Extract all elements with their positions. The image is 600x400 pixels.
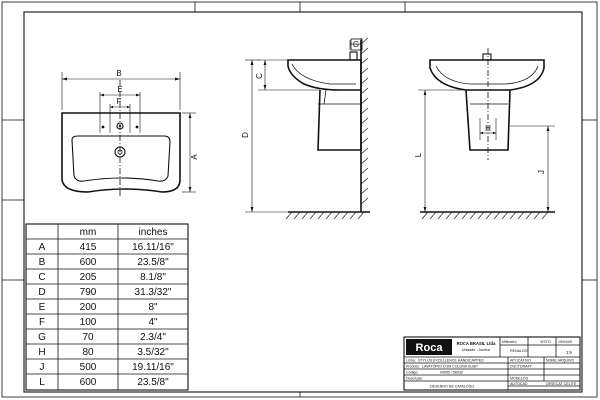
product-value: LAVATÓRIO COM COLUNA SUSP. [422, 364, 478, 369]
side-view-basin [285, 37, 370, 220]
table-cell-mm: 80 [82, 347, 94, 358]
top-view-basin [61, 80, 181, 198]
dim-label-j: J [537, 170, 546, 174]
dim-label-l: L [414, 152, 423, 157]
table-header-mm: mm [80, 227, 97, 238]
table-cell-letter: F [39, 317, 45, 328]
code-value: 94055 / 56032 [440, 371, 463, 375]
table-header-inches: inches [139, 227, 168, 238]
date-value: 15/04/05 [558, 340, 572, 344]
table-cell-letter: C [38, 272, 45, 283]
table-cell-letter: J [40, 362, 45, 373]
table-cell-letter: G [38, 332, 46, 343]
title-block: Roca ROCA BRASIL Ltda Unidade - Jundiaí … [403, 336, 581, 391]
table-cell-inches: 23.5/8" [137, 257, 169, 268]
line-label: Linha: [406, 359, 416, 363]
dimension-l: L [414, 89, 466, 212]
file-name-label: NOME ARQUIVO [546, 359, 574, 363]
dimension-h: H [479, 118, 497, 140]
table-cell-mm: 200 [80, 302, 97, 313]
unit-label: Milimetro [502, 340, 517, 344]
table-cell-inches: 23.5/8" [137, 377, 169, 388]
dim-label-a: A [190, 154, 199, 160]
dim-label-g: G [353, 40, 359, 49]
file-value: DESECAT CELITE [546, 382, 577, 386]
table-cell-letter: L [39, 377, 45, 388]
application-label: APLICATIVO [510, 359, 531, 363]
software-value: DUCTDRAFT [510, 365, 533, 369]
dimension-a: A [182, 112, 199, 193]
scale-value: 1:5 [566, 350, 572, 355]
dimension-j: J [510, 125, 555, 212]
dim-label-e: E [117, 85, 122, 94]
table-cell-inches: 8.1/8" [140, 272, 166, 283]
table-cell-letter: B [39, 257, 46, 268]
line-value: STYLUS EXCELLENCE HANDICAPPED [418, 359, 484, 363]
dim-label-d: D [241, 132, 250, 138]
view-label: VISTO [540, 340, 551, 344]
front-view-basin [420, 48, 555, 220]
product-label: Produto: [406, 365, 420, 369]
dimension-e: E [100, 85, 140, 97]
models-label: MODELOS [510, 377, 529, 381]
table-cell-inches: 16.11/16" [132, 242, 174, 253]
description-value: DESENHO DE CATALOGO [430, 385, 474, 389]
dim-label-b: B [116, 69, 121, 78]
table-cell-letter: E [39, 302, 46, 313]
dim-label-f: F [117, 97, 122, 106]
dimension-table: mm inches A 415 16.11/16" B 600 23.5/8" … [25, 223, 189, 391]
table-cell-inches: 2.3/4" [140, 332, 166, 343]
dimension-b: B [61, 69, 181, 110]
table-cell-mm: 600 [80, 257, 97, 268]
roca-logo: Roca [416, 342, 444, 354]
table-cell-letter: A [39, 242, 46, 253]
dim-label-c: C [255, 73, 264, 79]
autocad-label: AUTOCAD [510, 382, 528, 386]
table-cell-letter: H [38, 347, 45, 358]
wall-hatching-side [360, 37, 369, 205]
table-cell-mm: 600 [80, 377, 97, 388]
table-cell-inches: 4" [148, 317, 158, 328]
floor-hatching-side [285, 211, 365, 220]
table-cell-mm: 415 [80, 242, 97, 253]
description-label: Descrição: [406, 377, 423, 381]
floor-hatching-front [421, 211, 549, 220]
table-cell-mm: 790 [80, 287, 97, 298]
table-cell-inches: 3.5/32" [137, 347, 169, 358]
dimension-f: F [110, 97, 130, 109]
table-cell-inches: 31.3/32" [135, 287, 172, 298]
table-cell-inches: 19.11/16" [132, 362, 174, 373]
table-cell-mm: 70 [82, 332, 94, 343]
dimension-g: G [349, 38, 363, 51]
dimension-c: C [255, 59, 320, 91]
company-name: ROCA BRASIL Ltda [457, 341, 497, 346]
table-cell-inches: 8" [148, 302, 158, 313]
dim-label-h: H [485, 124, 491, 133]
table-cell-letter: D [38, 287, 45, 298]
table-cell-mm: 500 [80, 362, 97, 373]
company-sub: Unidade - Jundiaí [462, 348, 490, 352]
table-cell-mm: 205 [80, 272, 97, 283]
drawn-by: RENALDO [510, 349, 528, 353]
dimension-d: D [241, 59, 288, 213]
table-cell-mm: 100 [80, 317, 97, 328]
code-label: Código: [406, 371, 418, 375]
